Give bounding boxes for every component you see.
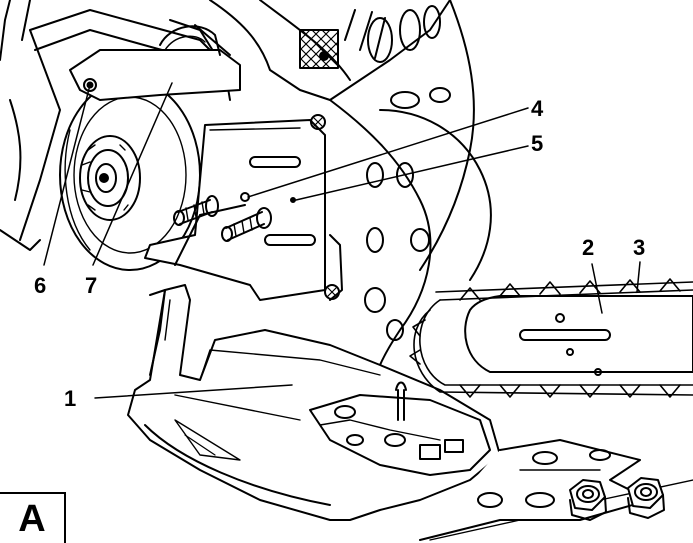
callout-1: 1 — [64, 386, 77, 411]
tensioner-plate — [144, 114, 343, 301]
clutch-cover-bracket — [69, 25, 241, 101]
callout-7: 7 — [85, 273, 98, 298]
bar-nut-left — [569, 479, 607, 521]
guide-bar — [464, 295, 693, 376]
guide-bar-cover — [127, 284, 501, 521]
saw-chain — [409, 278, 693, 398]
leader-lines — [43, 82, 641, 399]
callout-2: 2 — [582, 235, 595, 260]
callout-6: 6 — [34, 273, 47, 298]
callout-5: 5 — [531, 131, 544, 156]
panel-label: A — [0, 492, 66, 543]
bar-nut-right — [627, 477, 665, 519]
panel-letter: A — [18, 497, 46, 540]
callout-3: 3 — [633, 235, 646, 260]
callout-4: 4 — [531, 96, 544, 121]
